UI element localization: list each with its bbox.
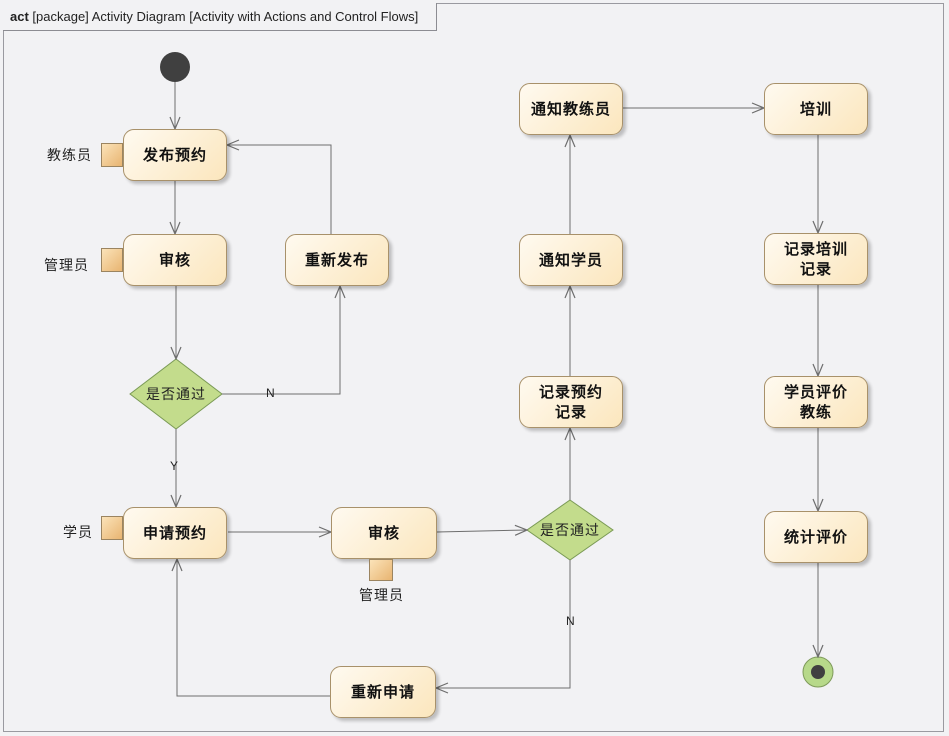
- guard-label-no-2: N: [566, 614, 575, 628]
- diagram-frame: [3, 3, 944, 732]
- diagram-title: [package] Activity Diagram [Activity wit…: [32, 9, 419, 24]
- pin-label-admin-2: 管理员: [359, 588, 404, 604]
- action-review-1[interactable]: 审核: [123, 234, 227, 286]
- action-apply-booking[interactable]: 申请预约: [123, 507, 227, 559]
- action-stats-rating[interactable]: 统计评价: [764, 511, 868, 563]
- action-training[interactable]: 培训: [764, 83, 868, 135]
- initial-node: [160, 52, 190, 82]
- pin-admin-1: [101, 248, 123, 272]
- guard-label-yes-1: Y: [170, 459, 179, 473]
- diagram-title-tab: act [package] Activity Diagram [Activity…: [3, 3, 438, 31]
- pin-student: [101, 516, 123, 540]
- pin-label-admin-1: 管理员: [44, 258, 89, 274]
- decision-label-2: 是否通过: [540, 523, 600, 539]
- guard-label-no-1: N: [266, 386, 275, 400]
- diagram-keyword: act: [10, 9, 29, 24]
- flow-review2-to-decision2[interactable]: [436, 530, 527, 532]
- action-republish[interactable]: 重新发布: [285, 234, 389, 286]
- flow-republish-to-publish[interactable]: [227, 145, 332, 234]
- action-notify-student[interactable]: 通知学员: [519, 234, 623, 286]
- action-reapply[interactable]: 重新申请: [330, 666, 436, 718]
- action-review-2[interactable]: 审核: [331, 507, 437, 559]
- flow-decision-no-to-republish[interactable]: [222, 286, 340, 395]
- pin-admin-2: [369, 559, 393, 581]
- action-publish-booking[interactable]: 发布预约: [123, 129, 227, 181]
- final-node-dot: [811, 665, 825, 679]
- decision-label-1: 是否通过: [146, 387, 206, 403]
- flow-decision2-no-to-reapply[interactable]: [436, 560, 571, 688]
- action-student-rates-coach[interactable]: 学员评价 教练: [764, 376, 868, 428]
- pin-coach: [101, 143, 123, 167]
- pin-label-coach: 教练员: [47, 148, 92, 164]
- pin-label-student: 学员: [63, 525, 93, 541]
- flow-reapply-to-apply[interactable]: [177, 559, 330, 697]
- action-record-training[interactable]: 记录培训 记录: [764, 233, 868, 285]
- action-notify-coach[interactable]: 通知教练员: [519, 83, 623, 135]
- action-record-booking[interactable]: 记录预约 记录: [519, 376, 623, 428]
